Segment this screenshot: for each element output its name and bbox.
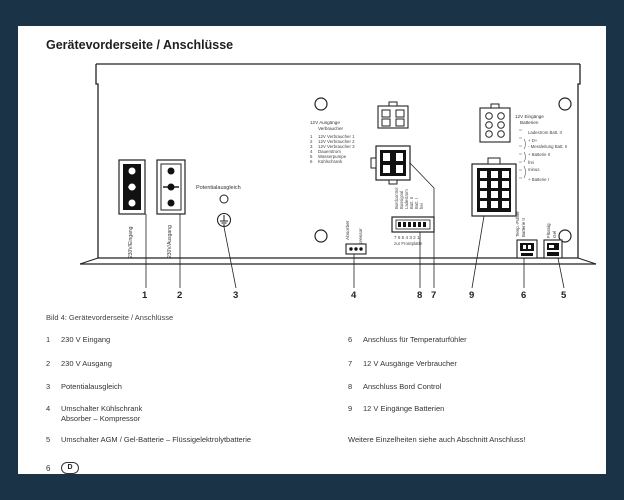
connector-12v-outputs [370, 145, 411, 185]
connector-aux-top [377, 101, 409, 129]
svg-text:1: 1 [310, 134, 313, 139]
svg-text:3: 3 [310, 144, 313, 149]
svg-text:Bordcontrol: Bordcontrol [394, 188, 399, 209]
mounting-hole [314, 97, 328, 111]
device-front-diagram: 230V/Eingang 230V/Ausgang Potentialausgl… [79, 63, 597, 301]
callout-5: 5 [561, 290, 567, 301]
svg-text:- Messleitung Batt. II: - Messleitung Batt. II [528, 144, 567, 149]
manual-page: Gerätevorderseite / Anschlüsse [18, 26, 606, 474]
svg-text:2: 2 [310, 139, 313, 144]
svg-text:frei: frei [419, 203, 424, 209]
language-badge: D [61, 462, 79, 474]
housing-outline [95, 64, 581, 259]
label-230v-output: 230V/Ausgang [167, 225, 173, 258]
svg-text:12V Verbraucher 2: 12V Verbraucher 2 [318, 139, 355, 144]
svg-text:+ Batterie II: + Batterie II [528, 152, 550, 157]
svg-text:12V Verbraucher 1: 12V Verbraucher 1 [318, 134, 355, 139]
connector-12v-inputs [471, 157, 517, 217]
svg-text:Batt. II: Batt. II [409, 197, 414, 209]
socket-230v-output [156, 159, 186, 215]
callout-8: 8 [417, 290, 422, 301]
mounting-hole [314, 229, 328, 243]
socket-230v-input [118, 159, 146, 215]
temp-label-1: Temp.-Fühler [515, 211, 520, 237]
battery-type-switch [543, 239, 563, 259]
potentialausgleich-label: Potentialausgleich [196, 185, 241, 191]
connector-12v-inputs-top [479, 103, 511, 143]
ground-terminal-icon [216, 194, 232, 228]
mounting-hole [558, 97, 572, 111]
label-230v-input: 230V/Eingang [128, 226, 134, 258]
callout-7: 7 [431, 290, 436, 301]
temp-label-2: Batterie II [521, 218, 526, 237]
mounting-hole [558, 229, 572, 243]
absorber-label: Absorber [345, 220, 351, 240]
inputs-legend-list: Ladestrom Batt. II + D+ - Messleitung Ba… [528, 130, 567, 182]
svg-text:+ D+: + D+ [528, 138, 538, 143]
svg-text:5: 5 [310, 154, 313, 159]
page-number: 6 [46, 464, 51, 473]
inputs-header: 12V Eingänge Batterien [515, 114, 545, 125]
figure-caption: Bild 4: Gerätevorderseite / Anschlüsse [46, 313, 174, 322]
outputs-header: 12V Ausgänge Verbraucher [310, 120, 343, 131]
callout-3: 3 [233, 290, 238, 301]
fridge-switch [345, 243, 367, 255]
kompressor-label: Kompressor [358, 228, 364, 254]
svg-text:4: 4 [310, 149, 313, 154]
svg-text:Batt. I: Batt. I [414, 198, 419, 209]
bordcontrol-legend-list: Bordcontrol Bussignal Ladestrom Batt. II… [394, 188, 424, 209]
outputs-legend-list: 1 12V Verbraucher 1 2 12V Verbraucher 2 … [310, 134, 355, 164]
temp-sensor-socket [516, 239, 538, 259]
svg-text:Dauerstrom: Dauerstrom [318, 149, 341, 154]
callout-1: 1 [142, 290, 148, 301]
svg-text:Wasserpumpe: Wasserpumpe [318, 154, 347, 159]
callout-9: 9 [469, 290, 474, 301]
page-title: Gerätevorderseite / Anschlüsse [46, 38, 234, 52]
callout-4: 4 [351, 290, 357, 301]
svg-text:Ladestrom: Ladestrom [404, 189, 409, 209]
bordcontrol-sub: zur Frontplatte [394, 241, 423, 246]
svg-text:frei: frei [528, 160, 534, 165]
svg-text:Bussignal: Bussignal [399, 191, 404, 209]
gel-label: Gel [552, 231, 557, 238]
callout-numbers: 1 2 3 4 8 7 9 6 5 [142, 290, 567, 301]
bordcontrol-pins: 7 6 5 4 3 2 1 [394, 235, 420, 240]
svg-text:+ Batterie I: + Batterie I [528, 177, 549, 182]
connector-bord-control [391, 216, 435, 233]
fluessig-label: Flüssig [546, 223, 551, 238]
further-details-note: Weitere Einzelheiten siehe auch Abschnit… [348, 435, 526, 444]
callout-2: 2 [177, 290, 182, 301]
svg-text:Ladestrom Batt. II: Ladestrom Batt. II [528, 130, 562, 135]
svg-text:12V Verbraucher 3: 12V Verbraucher 3 [318, 144, 355, 149]
callout-6: 6 [521, 290, 526, 301]
svg-text:Kühlschrank: Kühlschrank [318, 159, 343, 164]
svg-text:minus: minus [528, 167, 539, 172]
leader-lines [145, 162, 565, 289]
svg-text:6: 6 [310, 159, 313, 164]
